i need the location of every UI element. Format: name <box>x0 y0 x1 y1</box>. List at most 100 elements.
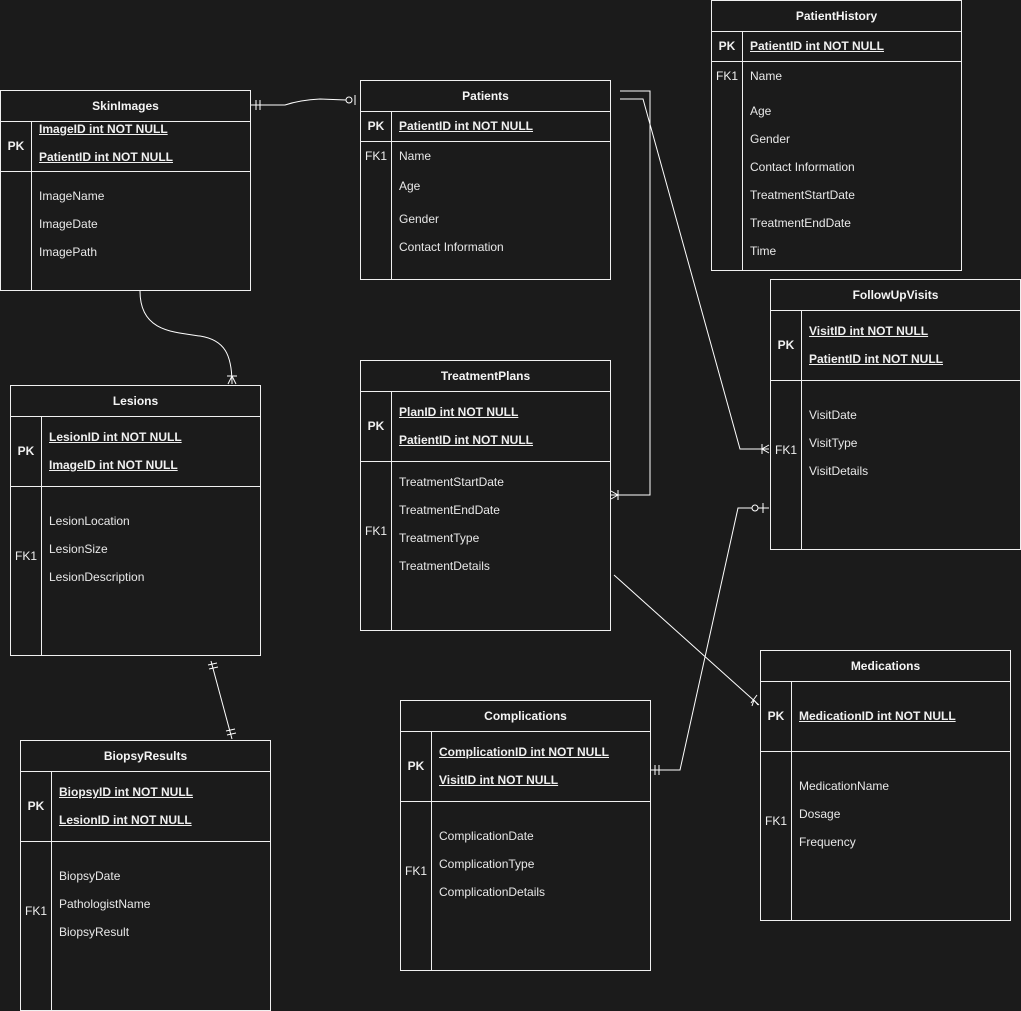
entity-lesions[interactable]: Lesions PK LesionID int NOT NULL ImageID… <box>10 385 261 656</box>
pk-label: PK <box>777 338 795 352</box>
pk-field: PatientID int NOT NULL <box>39 150 173 164</box>
pk-label: PK <box>17 444 35 458</box>
pk-label: PK <box>367 119 385 133</box>
fk-label: FK1 <box>774 443 797 457</box>
entity-treatmentplans[interactable]: TreatmentPlans PK PlanID int NOT NULL Pa… <box>360 360 611 631</box>
link-skinimages-patients[interactable] <box>251 95 356 110</box>
field: PathologistName <box>59 897 151 911</box>
entity-followupvisits[interactable]: FollowUpVisits PK VisitID int NOT NULL P… <box>770 279 1021 550</box>
pk-label: PK <box>407 759 425 773</box>
field: VisitType <box>809 436 858 450</box>
field: Dosage <box>799 807 841 821</box>
field: TreatmentEndDate <box>750 216 851 230</box>
field: LesionLocation <box>49 514 130 528</box>
field: ComplicationDate <box>439 829 534 843</box>
pk-field: PatientID int NOT NULL <box>399 119 533 133</box>
field: Frequency <box>799 835 856 849</box>
entity-medications[interactable]: Medications PK MedicationID int NOT NULL… <box>760 650 1011 921</box>
entity-title: PatientHistory <box>712 1 961 32</box>
field: Age <box>750 104 772 118</box>
pk-field: BiopsyID int NOT NULL <box>59 785 193 799</box>
field: Time <box>750 244 777 258</box>
pk-field: PlanID int NOT NULL <box>399 405 519 419</box>
fk-label: FK1 <box>24 904 47 918</box>
link-lesions-biopsyresults[interactable] <box>207 660 237 740</box>
pk-label: PK <box>367 419 385 433</box>
link-skinimages-lesions[interactable] <box>139 290 237 385</box>
field: VisitDetails <box>809 464 869 478</box>
pk-section <box>1 121 250 172</box>
field: Name <box>399 149 432 163</box>
key-divider <box>742 31 743 271</box>
entity-patients[interactable]: Patients PK PatientID int NOT NULL FK1 N… <box>360 80 611 280</box>
field: Contact Information <box>750 160 855 174</box>
pk-field: LesionID int NOT NULL <box>59 813 192 827</box>
pk-section <box>712 31 961 62</box>
pk-section <box>401 731 650 802</box>
pk-field: MedicationID int NOT NULL <box>799 709 956 723</box>
pk-field: PatientID int NOT NULL <box>750 39 884 53</box>
key-divider <box>51 771 52 1011</box>
field: TreatmentType <box>399 531 480 545</box>
pk-section <box>771 310 1020 381</box>
field: VisitDate <box>809 408 857 422</box>
field: TreatmentEndDate <box>399 503 500 517</box>
field: ImageName <box>39 189 105 203</box>
key-divider <box>31 121 32 291</box>
pk-field: PatientID int NOT NULL <box>809 352 943 366</box>
field: LesionDescription <box>49 570 145 584</box>
pk-field: LesionID int NOT NULL <box>49 430 182 444</box>
field: Gender <box>399 212 440 226</box>
entity-title: SkinImages <box>1 91 250 122</box>
field: TreatmentStartDate <box>399 475 504 489</box>
field: ImagePath <box>39 245 98 259</box>
field: ComplicationType <box>439 857 535 871</box>
pk-label: PK <box>718 39 736 53</box>
entity-title: FollowUpVisits <box>771 280 1020 311</box>
entity-title: Patients <box>361 81 610 112</box>
entity-title: Complications <box>401 701 650 732</box>
key-divider <box>791 681 792 921</box>
entity-title: Medications <box>761 651 1010 682</box>
pk-field: ImageID int NOT NULL <box>39 122 168 136</box>
link-treatmentplans-medications[interactable] <box>613 574 760 707</box>
pk-field: VisitID int NOT NULL <box>439 773 559 787</box>
field: ComplicationDetails <box>439 885 546 899</box>
pk-field: VisitID int NOT NULL <box>809 324 929 338</box>
fk-label: FK1 <box>364 524 387 538</box>
field: LesionSize <box>49 542 108 556</box>
entity-title: TreatmentPlans <box>361 361 610 392</box>
key-divider <box>391 111 392 280</box>
entity-title: Lesions <box>11 386 260 417</box>
entity-patienthistory[interactable]: PatientHistory PK PatientID int NOT NULL… <box>711 0 962 271</box>
pk-field: PatientID int NOT NULL <box>399 433 533 447</box>
fk-label: FK1 <box>404 864 427 878</box>
pk-section <box>761 681 1010 752</box>
pk-section <box>11 416 260 487</box>
key-divider <box>431 731 432 971</box>
field: Contact Information <box>399 240 504 254</box>
key-divider <box>391 391 392 631</box>
entity-title: BiopsyResults <box>21 741 270 772</box>
key-divider <box>801 310 802 550</box>
pk-section <box>21 771 270 842</box>
pk-label: PK <box>767 709 785 723</box>
fk-label: FK1 <box>715 69 738 83</box>
link-patients-followupvisits[interactable] <box>620 98 770 454</box>
pk-label: PK <box>7 139 25 153</box>
fk-label: FK1 <box>364 149 387 163</box>
field: BiopsyResult <box>59 925 130 939</box>
entity-complications[interactable]: Complications PK ComplicationID int NOT … <box>400 700 651 971</box>
fk-label: FK1 <box>764 814 787 828</box>
pk-field: ImageID int NOT NULL <box>49 458 178 472</box>
pk-section <box>361 391 610 462</box>
link-complications-followupvisits[interactable] <box>651 503 769 775</box>
entity-biopsyresults[interactable]: BiopsyResults PK BiopsyID int NOT NULL L… <box>20 740 271 1011</box>
link-patients-treatmentplans[interactable] <box>610 90 651 500</box>
entity-skinimages[interactable]: SkinImages PK ImageID int NOT NULL Patie… <box>0 90 251 291</box>
field: TreatmentDetails <box>399 559 490 573</box>
pk-field: ComplicationID int NOT NULL <box>439 745 609 759</box>
field: BiopsyDate <box>59 869 121 883</box>
